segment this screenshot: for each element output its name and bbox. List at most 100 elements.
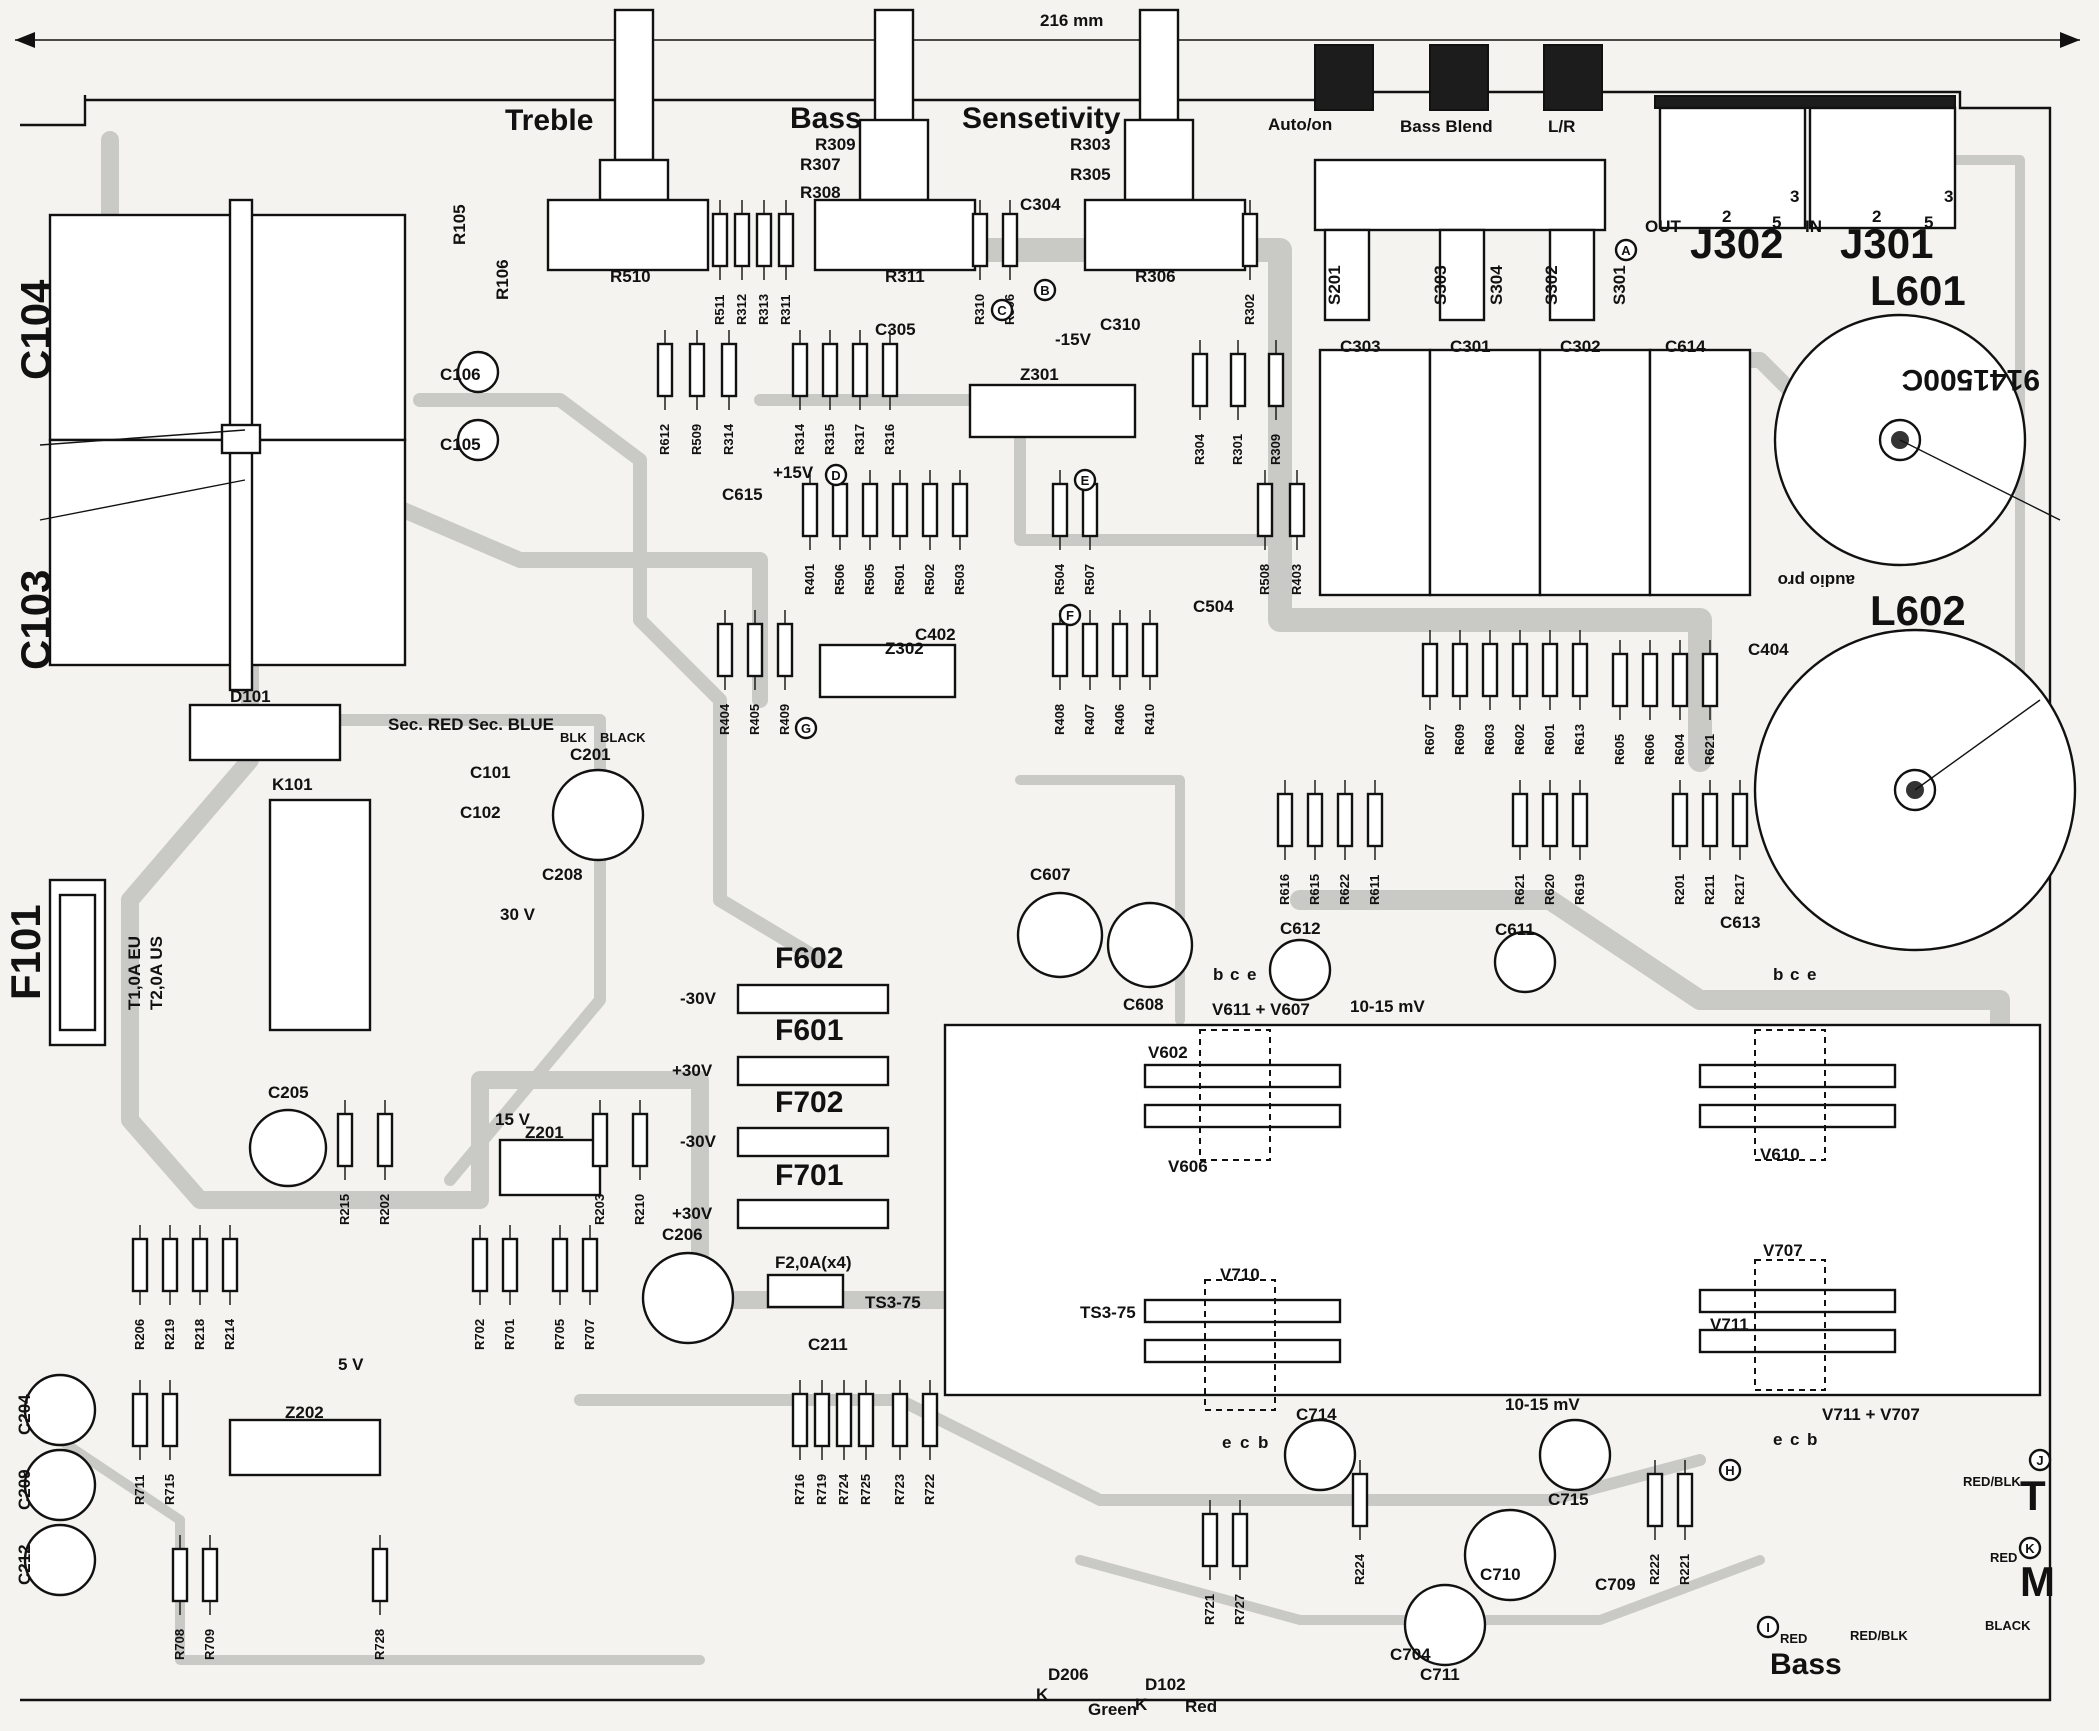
resistor-label: R302 xyxy=(1242,294,1257,325)
resistor: R405 xyxy=(746,610,764,735)
resistor-body xyxy=(376,1112,394,1168)
resistor-body xyxy=(1306,792,1324,848)
res-r510-label: R510 xyxy=(610,267,651,286)
switch-ref-s302: S302 xyxy=(1542,265,1561,305)
cap-c403-label: C615 xyxy=(722,485,763,504)
resistor-body xyxy=(1267,352,1285,408)
led-green-label: Green xyxy=(1088,1700,1137,1719)
resistor-label: R211 xyxy=(1702,875,1717,905)
resistor: R508 xyxy=(1256,470,1274,595)
resistor-label: R705 xyxy=(552,1319,567,1350)
resistor-body xyxy=(1141,622,1159,678)
pin-b-v711: b xyxy=(1807,1430,1817,1449)
resistor: R620 xyxy=(1541,780,1559,905)
resistor-label: R313 xyxy=(756,294,771,325)
resistor: R214 xyxy=(221,1225,239,1350)
ic-packages xyxy=(228,383,1137,1477)
test-marker-ring xyxy=(1058,603,1082,627)
transistor-v607-label: V606 xyxy=(1168,1157,1208,1176)
resistor: R621 xyxy=(1511,780,1529,905)
resistor: R408 xyxy=(1051,610,1069,735)
terminal-m-label: M xyxy=(2020,1558,2055,1605)
test-marker-letter: E xyxy=(1081,473,1090,488)
resistor-label: R727 xyxy=(1232,1594,1247,1625)
resistor-label: R711 xyxy=(132,1475,147,1505)
resistor-body xyxy=(161,1237,179,1293)
fuse-group-label: F2,0A(x4) xyxy=(775,1253,852,1272)
inductor-l602-label: L602 xyxy=(1870,587,1966,634)
pin-b-v610: b xyxy=(1773,965,1783,984)
resistor-label: R721 xyxy=(1202,1594,1217,1625)
width-mark: 216 mm xyxy=(1040,11,1103,30)
inductor-coils xyxy=(1753,313,2077,952)
resistor-label: R221 xyxy=(1677,1554,1692,1585)
resistor-label: R201 xyxy=(1672,874,1687,905)
resistor: R719 xyxy=(813,1380,831,1505)
resistor-label: R701 xyxy=(502,1319,517,1350)
resistor: R314 xyxy=(791,330,809,455)
test-marker: A xyxy=(1614,238,1638,262)
res-r105-label: R105 xyxy=(450,204,469,245)
inductor-l601-label: L601 xyxy=(1870,267,1966,314)
resistor-body xyxy=(581,1237,599,1293)
switch-ref-s303: S303 xyxy=(1431,265,1450,305)
resistor-body xyxy=(720,342,738,398)
jack-j302-pin-2: 2 xyxy=(1722,207,1731,226)
led-red-label: Red xyxy=(1185,1697,1217,1716)
resistor: R615 xyxy=(1306,780,1324,905)
resistor-body xyxy=(221,1237,239,1293)
cap-c617-label: C614 xyxy=(1665,337,1706,356)
resistor-label: R724 xyxy=(836,1473,851,1505)
resistor-label: R509 xyxy=(689,424,704,455)
resistor-label: R602 xyxy=(1512,724,1527,755)
fuse-group-box xyxy=(766,1273,845,1309)
resistor-label: R604 xyxy=(1672,733,1687,765)
fuse-f602-label: F602 xyxy=(775,942,843,975)
resistor-body xyxy=(471,1237,489,1293)
resistor-body xyxy=(336,1112,354,1168)
pin-c-v610: c xyxy=(1790,965,1799,984)
terminal-bass-red: RED xyxy=(1780,1631,1807,1646)
resistor-label: R511 xyxy=(712,295,727,325)
f101-rating-us: T2,0A US xyxy=(147,936,166,1010)
resistor-label: R707 xyxy=(582,1319,597,1350)
resistor-body xyxy=(131,1237,149,1293)
test-marker: H xyxy=(1718,1458,1742,1482)
resistor: R311 xyxy=(777,200,795,325)
resistor-label: R222 xyxy=(1647,1554,1662,1585)
resistor-label: R314 xyxy=(721,423,736,455)
resistor-body xyxy=(1541,792,1559,848)
resistor-label: R506 xyxy=(832,564,847,595)
resistor-body xyxy=(1571,792,1589,848)
resistor-label: R314 xyxy=(792,423,807,455)
cap-c601-label: C404 xyxy=(1748,640,1789,659)
resistor-body xyxy=(1241,212,1259,268)
resistor-body xyxy=(1571,642,1589,698)
test-marker-letter: B xyxy=(1040,283,1049,298)
cap-c613-label: C613 xyxy=(1720,913,1761,932)
cap-c705-label: C211 xyxy=(808,1335,848,1354)
resistor: R219 xyxy=(161,1225,179,1350)
resistor: R215 xyxy=(336,1100,354,1225)
resistor-label: R603 xyxy=(1482,724,1497,755)
resistor: R612 xyxy=(656,330,674,455)
resistor-body xyxy=(851,342,869,398)
test-marker-ring xyxy=(990,298,1014,322)
resistor: R203 xyxy=(591,1100,609,1225)
test-marker: E xyxy=(1073,468,1097,492)
test-marker: K xyxy=(2018,1536,2042,1560)
resistor-label: R304 xyxy=(1192,433,1207,465)
resistor: R217 xyxy=(1731,780,1749,905)
relay-k101 xyxy=(268,798,372,1032)
resistor-body xyxy=(835,1392,853,1448)
resistor-label: R403 xyxy=(1289,564,1304,595)
resistor: R622 xyxy=(1336,780,1354,905)
resistor-layer: R511R312R313R311R310R306R302R304R301R309… xyxy=(131,200,1749,1660)
resistor: R501 xyxy=(891,470,909,595)
resistor-label: R505 xyxy=(862,564,877,595)
resistor-body xyxy=(1201,1512,1219,1568)
resistor: R602 xyxy=(1511,630,1529,755)
resistor-body xyxy=(881,342,899,398)
resistor: R401 xyxy=(801,470,819,595)
